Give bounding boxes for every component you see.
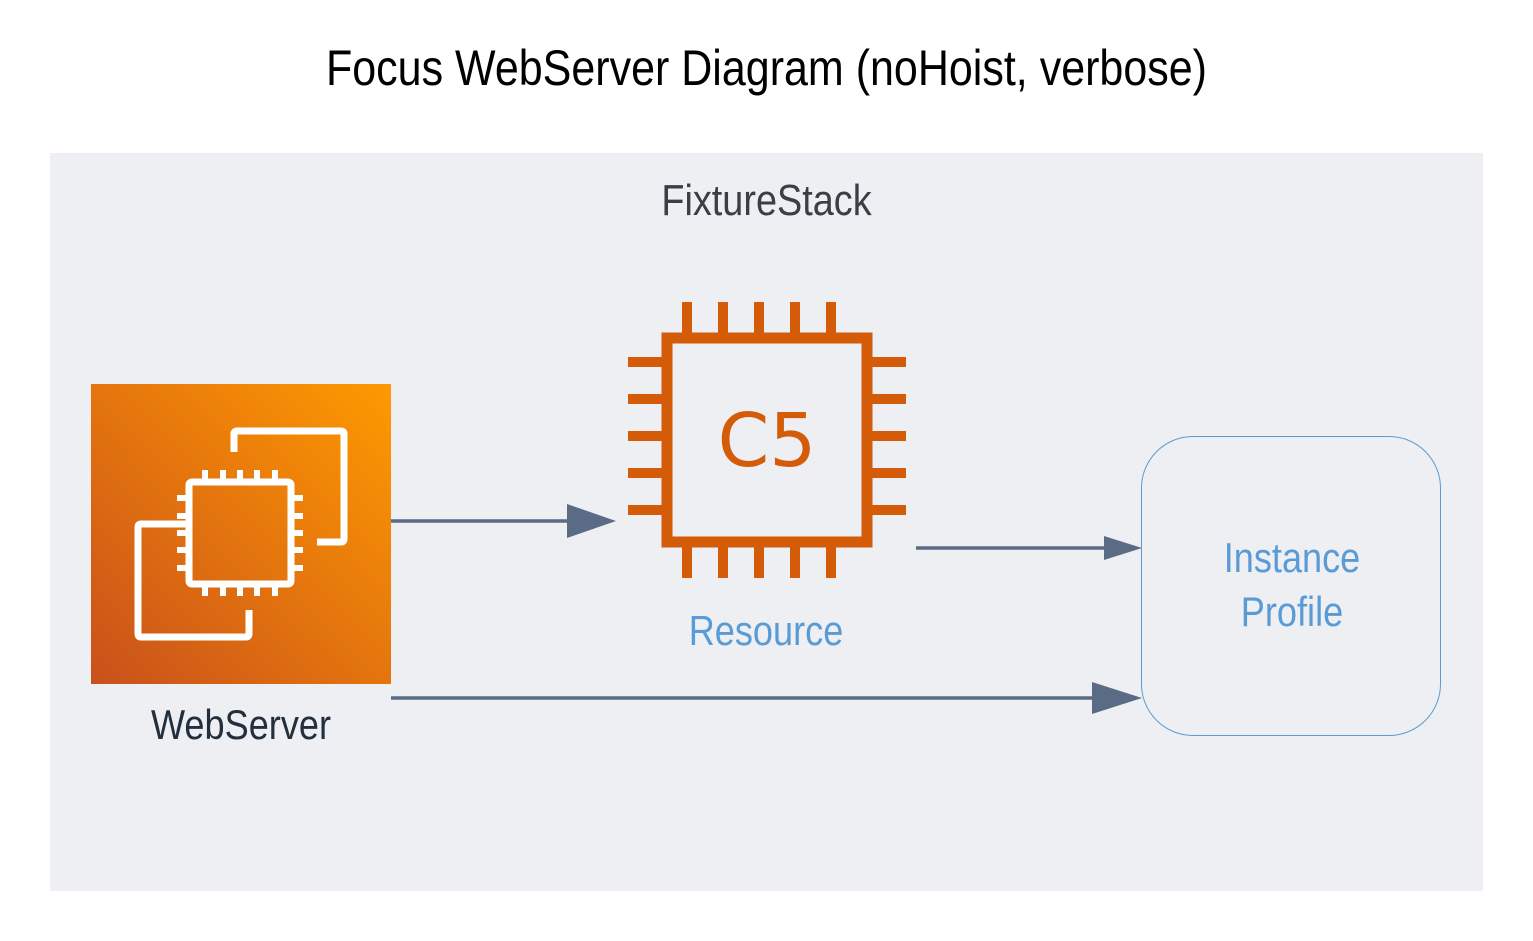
edge-webserver-to-resource: [391, 504, 616, 538]
webserver-label: WebServer: [150, 701, 332, 748]
instance-profile-label: Instance Profile: [1223, 534, 1361, 635]
c5-badge: C5: [718, 398, 817, 484]
edge-resource-to-instance-profile: [916, 536, 1142, 560]
diagram-title: Focus WebServer Diagram (noHoist, verbos…: [325, 40, 1208, 96]
stack-label: FixtureStack: [661, 176, 872, 225]
instance-profile-node[interactable]: Instance Profile: [1141, 436, 1441, 736]
edge-webserver-to-instance-profile: [391, 682, 1142, 714]
c5-instance-icon[interactable]: C5: [626, 300, 908, 580]
ec2-instances-icon[interactable]: [91, 384, 391, 684]
resource-label: Resource: [688, 607, 844, 654]
